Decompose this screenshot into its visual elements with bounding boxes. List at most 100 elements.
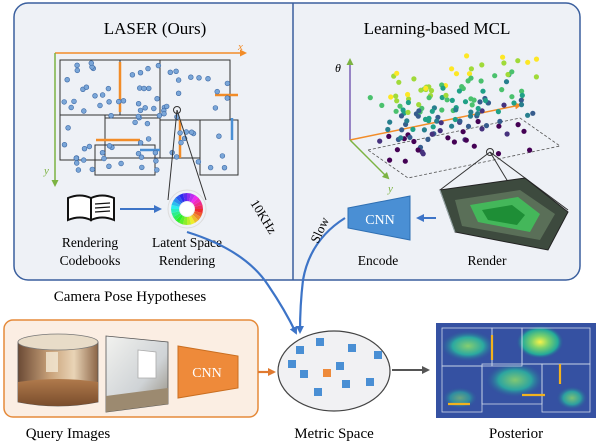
laser-dot: [167, 69, 174, 76]
mcl-particle: [533, 74, 540, 80]
laser-dot: [195, 159, 202, 165]
mcl-y-axis: [349, 139, 390, 180]
mcl-particle: [426, 95, 432, 101]
laser-dot: [214, 88, 220, 95]
laser-dot: [152, 150, 159, 156]
latent-ring-segment: [175, 195, 183, 204]
mcl-particle: [479, 62, 485, 68]
laser-dot: [139, 164, 145, 171]
mcl-particle: [495, 109, 501, 115]
mcl-particle: [439, 107, 445, 113]
hypothesis-embedding: [342, 380, 350, 388]
mcl-particle: [388, 94, 394, 100]
mcl-particle: [418, 87, 424, 93]
mcl-particle: [515, 58, 521, 64]
laser-dot: [212, 105, 219, 111]
mcl-particle: [405, 91, 411, 98]
mcl-particle: [504, 131, 510, 137]
latent-ring-segment: [171, 209, 180, 214]
mcl-particle: [525, 112, 531, 118]
mcl-particle: [402, 158, 408, 164]
mcl-particle: [400, 107, 406, 113]
mcl-particles: [367, 53, 540, 164]
laser-dot: [118, 160, 124, 167]
mcl-particle: [467, 113, 474, 119]
mcl-particle: [527, 147, 533, 153]
arrow-mcl-to-metric: [296, 217, 346, 334]
laser-dot: [141, 85, 147, 92]
mcl-particle: [468, 66, 474, 72]
laser-dot: [137, 107, 144, 114]
hypothesis-embedding: [300, 370, 308, 378]
mcl-particle: [483, 123, 490, 129]
laser-dot: [177, 130, 183, 136]
laser-dot: [224, 95, 231, 101]
laser-dot: [188, 74, 194, 80]
mcl-particle: [407, 134, 413, 140]
laser-dot: [88, 60, 95, 66]
laser-dot: [151, 105, 157, 112]
mcl-particle: [533, 56, 540, 62]
mcl-particle: [410, 126, 416, 132]
camera-pose-hypotheses-label: Camera Pose Hypotheses: [54, 289, 207, 305]
mcl-particle: [393, 93, 399, 99]
mcl-particle: [466, 71, 473, 77]
mcl-particle: [479, 126, 485, 132]
mcl-particle: [471, 143, 477, 149]
latent-ring-segment: [194, 209, 203, 214]
mcl-particle: [519, 88, 525, 94]
mcl-particle: [468, 75, 474, 81]
laser-dot: [83, 84, 90, 90]
mcl-particle: [423, 85, 429, 91]
mcl-particle: [426, 115, 432, 121]
laser-dot: [61, 99, 67, 105]
query-image-perspective: [105, 335, 169, 413]
laser-dot: [115, 98, 122, 105]
query-images-label: Query Images: [26, 426, 111, 442]
latent-ring-segment: [175, 214, 183, 223]
laser-axis-y-label: y: [43, 165, 49, 177]
posterior-label: Posterior: [489, 426, 543, 442]
latent-cone: [167, 106, 207, 201]
laser-dot: [106, 99, 112, 105]
laser-dot: [145, 65, 151, 72]
mcl-particle: [411, 138, 417, 145]
mcl-particle: [475, 111, 481, 117]
laser-dot: [80, 157, 87, 163]
laser-dot: [120, 98, 127, 104]
mcl-particle: [444, 97, 450, 103]
mcl-particle: [367, 95, 373, 101]
laser-dot: [144, 120, 151, 127]
laser-dot: [99, 150, 106, 156]
mcl-particle: [428, 88, 435, 94]
mcl-cnn-block: CNN: [347, 195, 411, 241]
mcl-particle: [471, 97, 477, 103]
laser-dot: [73, 155, 80, 161]
mcl-particle: [451, 139, 457, 145]
mcl-particle: [449, 66, 455, 72]
mcl-particle: [379, 102, 385, 108]
mcl-particle: [425, 136, 431, 142]
mcl-particle: [438, 120, 444, 126]
mcl-particle: [430, 124, 436, 130]
laser-dot: [73, 160, 80, 166]
mcl-particle: [518, 97, 524, 103]
mcl-particle: [449, 97, 455, 103]
laser-dot: [142, 105, 148, 111]
codebook-label-1: Rendering: [62, 235, 118, 250]
mcl-particle: [421, 127, 427, 133]
mcl-particle: [445, 135, 451, 141]
laser-dot: [155, 62, 162, 69]
mcl-particle: [463, 137, 469, 143]
laser-dot: [216, 133, 222, 139]
laser-dot: [153, 158, 159, 164]
codebook-label-2: Codebooks: [60, 253, 121, 268]
laser-dot: [81, 146, 88, 152]
mcl-particle: [475, 105, 481, 112]
mcl-title: Learning-based MCL: [364, 19, 511, 38]
laser-floorplan: x y: [43, 41, 247, 187]
mcl-particle: [411, 76, 417, 82]
latent-ring-segment: [173, 197, 182, 205]
hypothesis-embedding: [366, 378, 374, 386]
metric-space-label: Metric Space: [294, 426, 374, 442]
